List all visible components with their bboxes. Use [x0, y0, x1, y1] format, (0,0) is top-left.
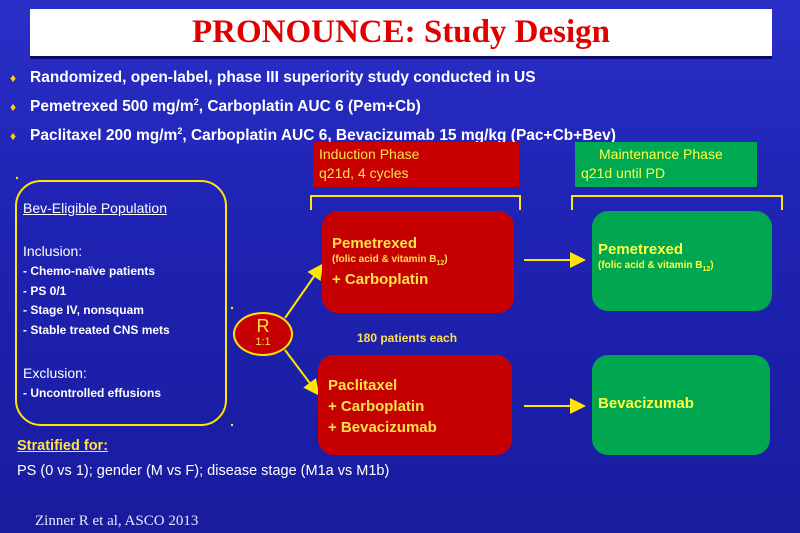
maintenance-phase-schedule: q21d until PD: [581, 165, 666, 181]
bullet-superscript: 2: [193, 97, 199, 107]
bullet-text: Randomized, open-label, phase III superi…: [30, 69, 536, 86]
bullet-item: ♦ Paclitaxel 200 mg/m2, Carboplatin AUC 6…: [10, 119, 790, 148]
bullet-superscript: 2: [177, 126, 183, 137]
bullet-text: Paclitaxel 200 mg/m: [30, 127, 178, 145]
induction-phase-schedule: q21d, 4 cycles: [319, 165, 409, 181]
title-banner: PRONOUNCE: Study Design: [30, 9, 772, 59]
diamond-bullet-icon: ♦: [10, 71, 17, 85]
arm-b-line2: + Carboplatin: [328, 398, 425, 415]
randomization-ratio: 1:1: [255, 336, 271, 348]
exclusion-list: - Uncontrolled effusions: [23, 384, 161, 404]
inclusion-label: Inclusion:: [23, 243, 83, 259]
randomization-circle: R 1:1: [233, 312, 293, 356]
maint-b-drug: Bevacizumab: [598, 395, 694, 412]
population-box: [15, 180, 227, 426]
arm-a-plus: + Carboplatin: [332, 271, 429, 288]
arm-b-maintenance-box: Bevacizumab: [592, 355, 770, 455]
arm-a-maintenance-box: Pemetrexed (folic acid & vitamin B12): [592, 211, 772, 311]
bullet-item: ♦ Randomized, open-label, phase III super…: [10, 66, 790, 90]
patients-each-label: 180 patients each: [357, 331, 458, 345]
induction-phase-label: Induction Phase: [319, 146, 420, 162]
diamond-bullet-icon: ♦: [10, 100, 17, 115]
randomization-letter: R: [256, 316, 270, 336]
slide-title: PRONOUNCE: Study Design: [191, 14, 611, 50]
citation: Zinner R et al, ASCO 2013: [35, 513, 199, 529]
bullet-item: ♦ Pemetrexed 500 mg/m2, Carboplatin AUC 6…: [10, 90, 790, 119]
maint-a-note: (folic acid & vitamin B12): [598, 260, 714, 273]
maint-a-drug: Pemetrexed: [598, 241, 684, 258]
stratified-text: PS (0 vs 1); gender (M vs F); disease st…: [17, 463, 390, 479]
bullet-text: Pemetrexed 500 mg/m: [30, 98, 194, 116]
arrow-to-arm-a: [284, 263, 324, 319]
arm-b-induction-box: Paclitaxel + Carboplatin + Bevacizumab: [318, 355, 512, 455]
stratified-title: Stratified for:: [17, 438, 109, 454]
population-heading: Bev-Eligible Population: [23, 200, 167, 216]
bullet-text-rest: , Carboplatin AUC 6 (Pem+Cb): [198, 98, 421, 116]
maintenance-phase-box: Maintenance Phase q21d until PD: [575, 142, 757, 187]
inclusion-item: - PS 0/1: [23, 283, 67, 298]
inclusion-list: - Chemo-naïve patients - PS 0/1 - Stage …: [23, 262, 170, 340]
arm-a-induction-box: Pemetrexed (folic acid & vitamin B12) + …: [322, 211, 514, 313]
exclusion-label: Exclusion:: [23, 365, 87, 381]
arm-a-note: (folic acid & vitamin B12): [332, 254, 448, 267]
induction-phase-box: Induction Phase q21d, 4 cycles: [313, 142, 519, 187]
diamond-bullet-icon: ♦: [10, 129, 17, 144]
arm-b-line3: + Bevacizumab: [328, 419, 437, 436]
arm-b-line1: Paclitaxel: [328, 377, 398, 394]
induction-bracket: [310, 195, 521, 210]
maintenance-phase-label: Maintenance Phase: [599, 146, 723, 162]
inclusion-item: - Chemo-naïve patients: [23, 264, 156, 278]
bullet-list: ♦ Randomized, open-label, phase III super…: [10, 66, 790, 148]
inclusion-item: - Stage IV, nonsquam: [23, 303, 144, 317]
maintenance-bracket: [571, 195, 783, 210]
arm-a-drug: Pemetrexed: [332, 235, 418, 252]
inclusion-item: - Stable treated CNS mets: [23, 322, 170, 337]
exclusion-item: - Uncontrolled effusions: [23, 386, 161, 400]
bullet-text-rest: , Carboplatin AUC 6, Bevacizumab 15 mg/k…: [182, 127, 616, 145]
arrow-to-arm-b: [284, 349, 320, 396]
